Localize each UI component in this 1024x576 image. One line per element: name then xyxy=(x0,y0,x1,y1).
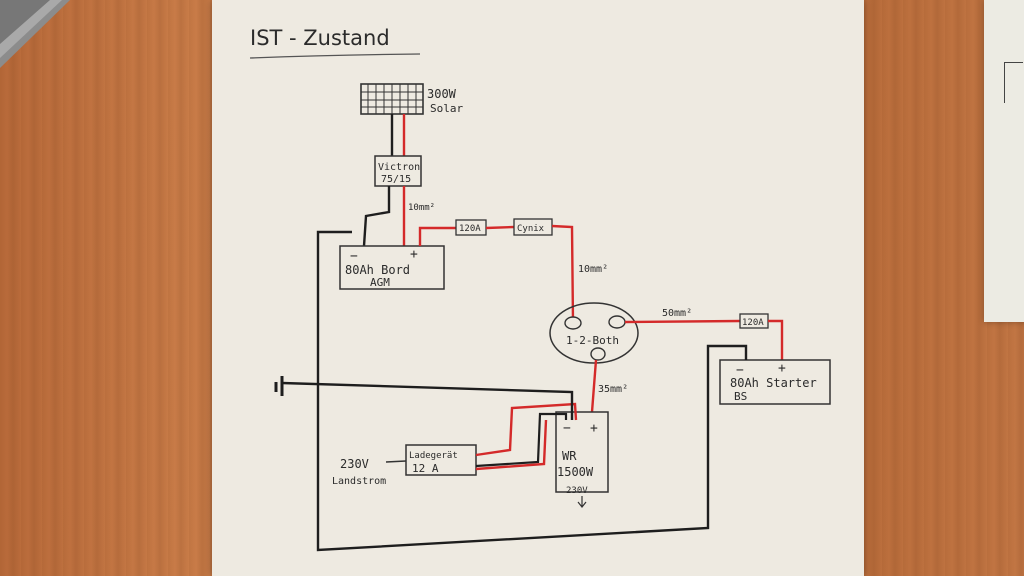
main-negative-loop-wire xyxy=(316,230,748,552)
shore-to-charger-wire xyxy=(385,460,407,463)
switch-label: 1-2-Both xyxy=(566,334,619,347)
bord-battery-minus: − xyxy=(350,249,358,264)
switch-terminal-common xyxy=(590,347,606,361)
bord-battery-box xyxy=(339,245,445,290)
switch-to-inverter-wire xyxy=(590,359,598,413)
second-paper-sheet xyxy=(984,0,1024,322)
battery-switch-body xyxy=(549,302,639,364)
inverter-output-arrow xyxy=(577,496,587,508)
ground-bus-wire xyxy=(281,381,574,420)
charger-negative-wire xyxy=(475,412,568,468)
charger-positive-wire-2 xyxy=(475,419,548,471)
starter-positive-wire xyxy=(768,319,784,360)
inverter-label-line1: WR xyxy=(562,449,577,463)
victron-label-line2: 75/15 xyxy=(381,174,411,185)
inverter-label-line2: 1500W xyxy=(557,465,594,479)
starter-battery-plus: + xyxy=(778,361,786,376)
solar-power-label: 300W xyxy=(427,87,457,101)
charger-label-line1: Ladegerät xyxy=(409,451,458,461)
charger-label-line2: 12 A xyxy=(412,462,439,475)
paper-sheet xyxy=(212,0,864,576)
starter-battery-minus: − xyxy=(736,363,744,378)
main-fuse-label: 120A xyxy=(459,224,481,234)
shore-label-line1: 230V xyxy=(340,457,369,471)
bord-battery-plus: + xyxy=(410,247,418,262)
bord-positive-main-wire xyxy=(418,226,456,246)
fuse-to-cynix-wire xyxy=(485,225,515,230)
shore-label-line2: Landstrom xyxy=(332,476,386,487)
starter-battery-box xyxy=(719,359,831,405)
wire-to-switch-label: 10mm² xyxy=(578,264,608,275)
title-underline xyxy=(249,53,421,59)
cynix-to-switch-wire xyxy=(551,224,575,323)
inverter-plus: + xyxy=(590,421,598,436)
ground-symbol xyxy=(274,376,284,396)
wire-to-starter-label: 50mm² xyxy=(662,308,692,319)
folder-corner xyxy=(0,0,70,68)
switch-terminal-2 xyxy=(608,315,626,329)
cynix-label: Cynix xyxy=(517,224,545,234)
starter-battery-label-line2: BS xyxy=(734,390,747,403)
inverter-output-label: 230V xyxy=(566,486,588,496)
wire-solar-battery-label: 10mm² xyxy=(408,203,435,213)
diagram-title: IST - Zustand xyxy=(250,26,390,50)
switch-to-starter-wire xyxy=(624,319,741,324)
charger-box xyxy=(405,444,477,476)
inverter-box xyxy=(555,411,609,493)
solar-panel xyxy=(360,83,424,115)
bord-battery-label-line2: AGM xyxy=(370,276,390,289)
charger-positive-wire xyxy=(475,402,578,457)
switch-terminal-1 xyxy=(564,316,582,330)
bord-battery-label-line1: 80Ah Bord xyxy=(345,263,410,277)
victron-controller-box xyxy=(374,155,422,187)
victron-negative-wire xyxy=(362,186,391,247)
inverter-minus: − xyxy=(563,421,571,436)
victron-label-line1: Victron xyxy=(378,162,420,173)
solar-name-label: Solar xyxy=(430,102,463,115)
starter-battery-label-line1: 80Ah Starter xyxy=(730,376,817,390)
starter-fuse-label: 120A xyxy=(742,318,764,328)
wire-to-inverter-label: 35mm² xyxy=(598,384,628,395)
